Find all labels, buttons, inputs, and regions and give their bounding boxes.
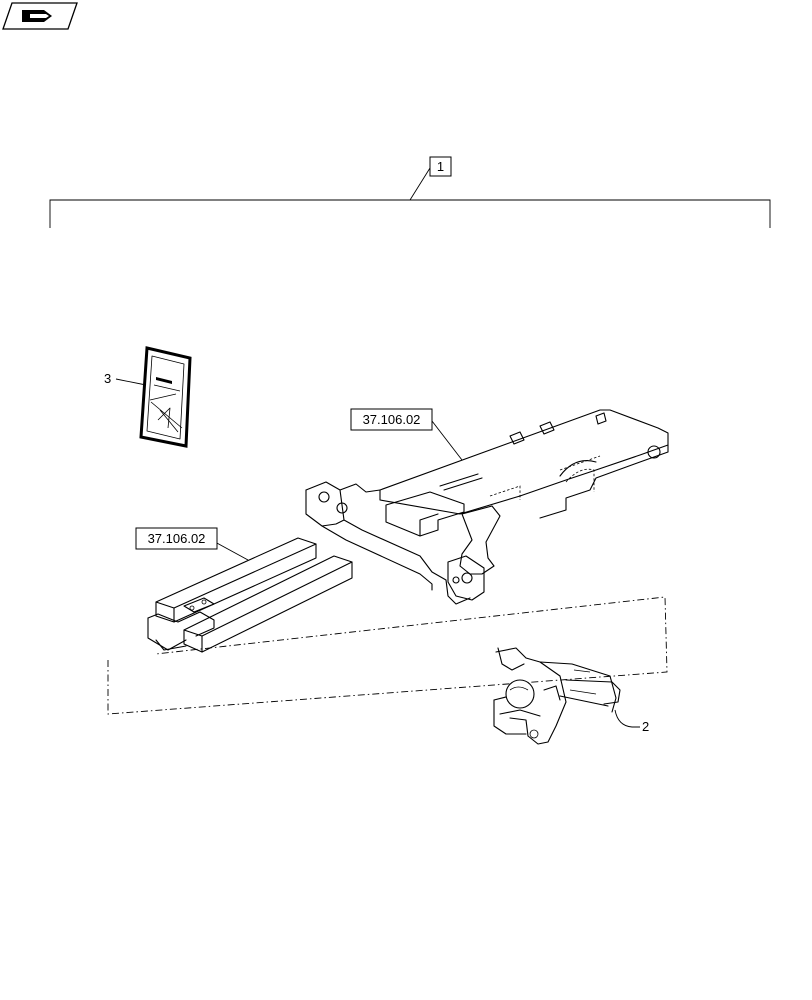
leader-frame-ref (431, 420, 463, 461)
callout-2-label: 2 (642, 719, 649, 734)
ref-box-rails[interactable]: 37.106.02 (135, 527, 218, 550)
callout-1-label: 1 (437, 159, 444, 174)
next-page-icon[interactable] (2, 2, 78, 30)
kit-bracket (49, 167, 771, 228)
ref-frame-label: 37.106.02 (363, 412, 421, 427)
assembly-dashed-line (107, 596, 668, 715)
leader-rails-ref (214, 541, 249, 561)
tow-frame (305, 409, 669, 605)
operator-manual[interactable] (139, 346, 192, 448)
tow-coupling[interactable] (493, 647, 621, 745)
callout-1[interactable]: 1 (429, 156, 452, 177)
ref-box-frame[interactable]: 37.106.02 (350, 408, 433, 431)
ref-rails-label: 37.106.02 (148, 531, 206, 546)
leader-3 (115, 378, 147, 386)
callout-3-label: 3 (104, 371, 111, 386)
leader-2 (614, 709, 640, 728)
slide-rails (147, 537, 353, 653)
